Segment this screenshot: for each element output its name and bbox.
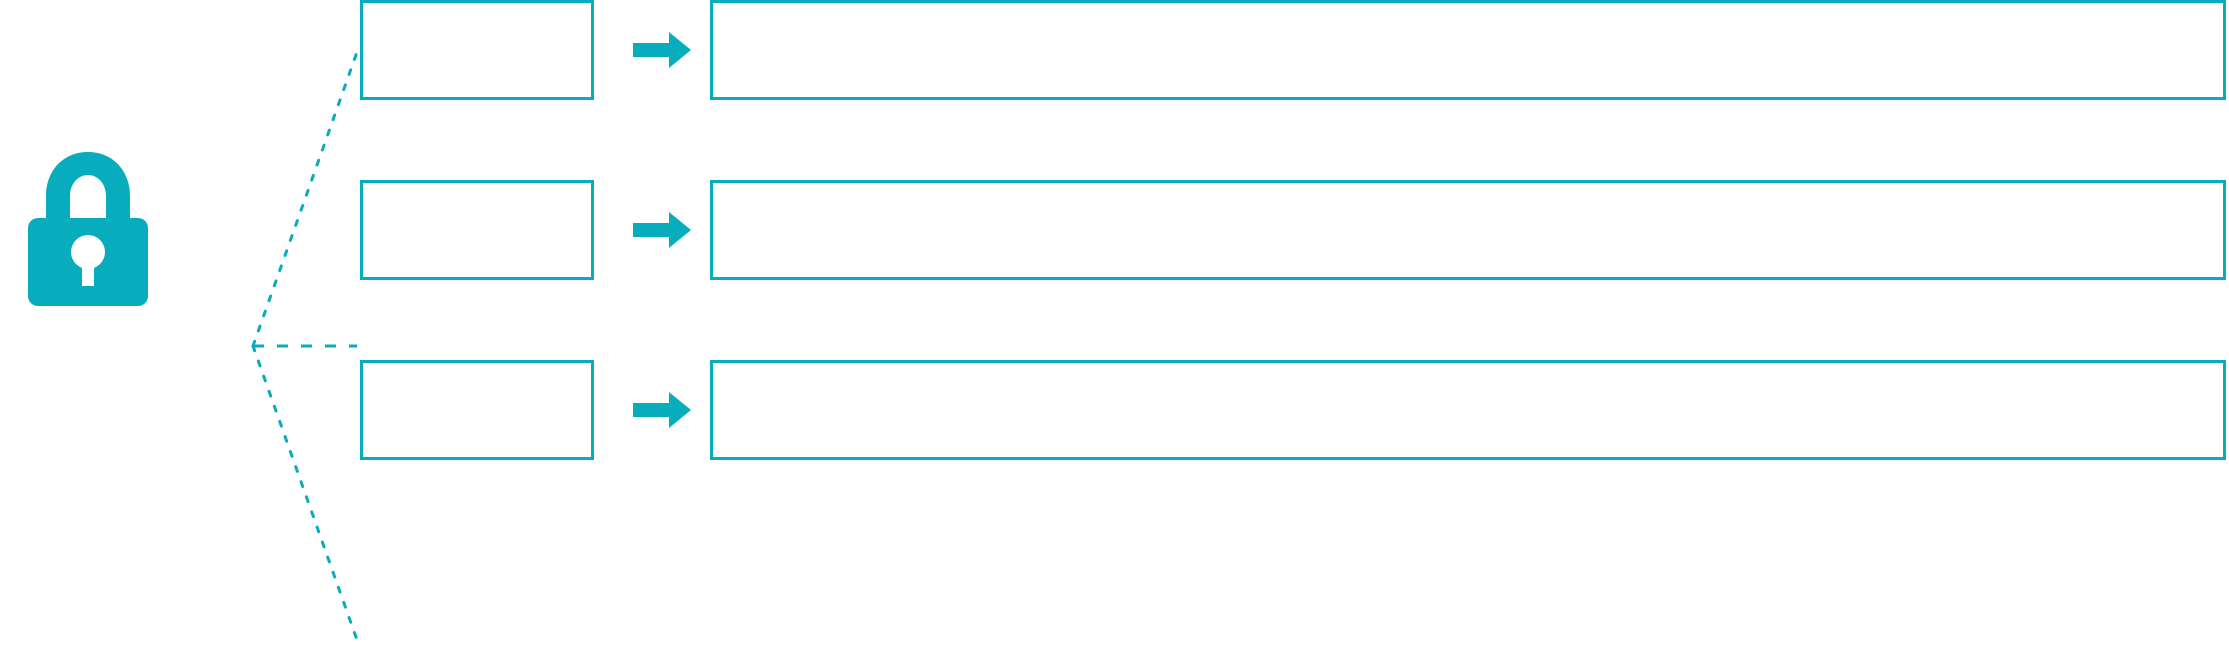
diagram-row-2 — [0, 180, 2229, 284]
padlock-icon — [22, 150, 154, 308]
right-arrow-icon — [633, 212, 691, 248]
diagram-row-1 — [0, 0, 2229, 104]
small-box-2[interactable] — [360, 180, 594, 280]
wide-box-2[interactable] — [710, 180, 2226, 280]
wide-box-3[interactable] — [710, 360, 2226, 460]
small-box-1[interactable] — [360, 0, 594, 100]
right-arrow-icon — [633, 392, 691, 428]
small-box-3[interactable] — [360, 360, 594, 460]
right-arrow-icon — [633, 32, 691, 68]
wide-box-1[interactable] — [710, 0, 2226, 100]
diagram-row-3 — [0, 360, 2229, 464]
